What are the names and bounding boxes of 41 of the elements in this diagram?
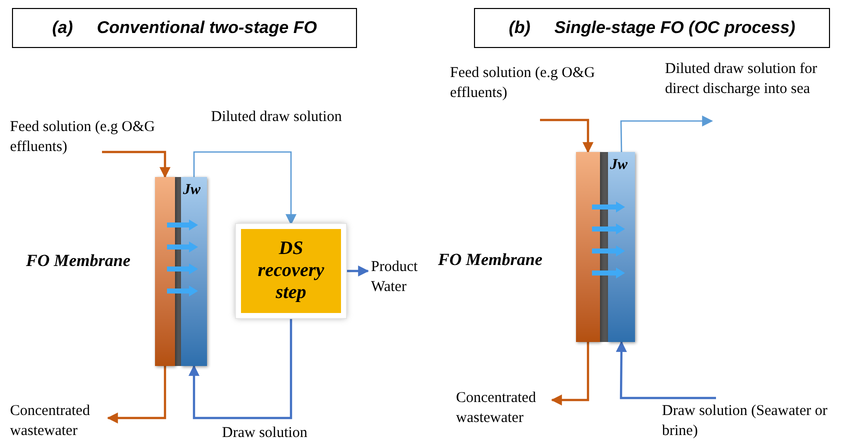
title-text: Single-stage FO (OC process) [554,17,796,40]
flow-arrow [620,116,714,152]
membrane-label: FO Membrane [26,250,130,272]
flow-arrow [102,150,170,178]
flux-arrow [592,224,625,234]
flux-label: Jw [183,183,201,198]
edge-label: Feed solution (e.g O&G effluents) [10,118,156,156]
edge-label: Draw solution (Seawater or brine) [662,402,828,440]
flux-arrow [592,202,625,212]
flux-arrow [592,246,625,256]
title-text: (b) [508,17,530,40]
flux-arrow [167,286,198,296]
membrane-label: FO Membrane [438,249,542,271]
flux-arrow [167,242,198,252]
edge-label: Diluted draw solution [211,108,343,127]
title-text: Conventional two-stage FO [96,17,317,40]
edge-label: Draw solution [222,424,308,443]
flow-arrow [106,366,166,424]
flux-arrow [167,264,198,274]
flux-arrow [592,268,625,278]
edge-label: Concentrated wastewater [10,402,91,440]
title-box [474,8,830,48]
title-text: (a) [52,17,73,40]
feed-channel [155,177,175,366]
flow-arrow [550,342,590,406]
flow-arrow [193,151,296,226]
flux-arrow [167,220,198,230]
flow-arrow [540,118,594,154]
flow-arrow [346,266,370,276]
edge-label: Concentrated wastewater [456,389,537,428]
flux-label: Jw [610,158,628,173]
edge-label: Product Water [371,258,419,296]
edge-label: Feed solution (e.g O&G effluents) [450,64,596,102]
flow-arrow [616,340,716,400]
process-label: DS recovery step [256,238,326,304]
draw-channel [181,177,207,366]
feed-channel [576,152,600,342]
flow-arrow [188,318,292,420]
edge-label: Diluted draw solution for direct discharge into sea [665,60,818,98]
draw-channel [608,152,635,342]
title-box [12,8,357,48]
